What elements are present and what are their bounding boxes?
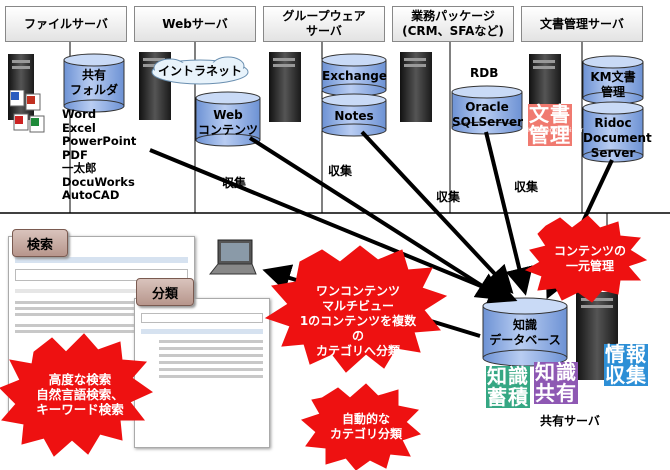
collect-label-1: 収集 [222, 176, 247, 190]
burst-one-content-text: ワンコンテンツ マルチビュー 1のコンテンツを複数の カテゴリへ分類 [299, 284, 417, 358]
notes-label: Notes [334, 109, 374, 123]
search-tab: 検索 [12, 229, 68, 257]
header-web-server: Webサーバ [134, 6, 256, 42]
knowledge-db-label: 知識 データベース [489, 318, 561, 347]
classify-screen-mockup [134, 298, 270, 448]
intranet-label: イントラネット [157, 64, 242, 78]
server-tower-icon-business [400, 52, 432, 122]
header-doc-mgmt-server: 文書管理サーバ [521, 6, 643, 42]
km-document-cylinder [582, 55, 644, 105]
laptop-icon [208, 239, 257, 275]
arrow-from-business [484, 131, 533, 296]
notes-cylinder [321, 93, 387, 137]
stamp-info-collect: 情報 収集 [604, 342, 648, 387]
burst-advanced-search-text: 高度な検索 自然言語検索、 キーワード検索 [36, 372, 124, 417]
exchange-label: Exchange [322, 69, 387, 83]
server-tower-icon-shared [576, 292, 618, 380]
burst-auto-classify [301, 383, 421, 470]
stamp-knowledge-accumulate: 知識 蓄積 [486, 364, 530, 409]
web-contents-label: Web コンテンツ [197, 108, 258, 137]
ridoc-label: Ridoc Document Server [583, 116, 652, 160]
header-file-server: ファイルサーバ [5, 6, 127, 42]
arrow-from-file-server [149, 148, 518, 304]
classify-tab: 分類 [136, 278, 194, 306]
arrow-from-web-server [248, 136, 505, 301]
collect-label-4: 収集 [514, 180, 539, 194]
header-groupware-server: グループウェア サーバ [263, 6, 385, 42]
burst-one-content [264, 245, 448, 373]
km-doc-label: KM文書 管理 [590, 70, 636, 99]
web-contents-cylinder [195, 91, 261, 147]
server-tower-icon-groupware [269, 52, 301, 122]
doc-mgmt-brand: KnowledgeMeister [528, 127, 584, 134]
header-business-package: 業務パッケージ (CRM、SFAなど) [392, 6, 514, 42]
shared-folder-label: 共有 フォルダ [69, 68, 118, 97]
burst-advanced-search [0, 333, 154, 457]
arrow-from-groupware [360, 130, 514, 294]
burst-auto-classify-text: 自動的な カテゴリ分類 [329, 412, 402, 441]
burst-unified [524, 215, 648, 303]
exchange-cylinder [321, 53, 387, 97]
burst-unified-text: コンテンツの 一元管理 [553, 244, 626, 273]
oracle-sqlserver-label: Oracle SQLServer [452, 100, 524, 129]
rdb-label: RDB [470, 66, 499, 80]
shared-folder-cylinder [63, 53, 125, 113]
stamp-knowledge-share: 知識 共有 [534, 360, 578, 405]
ridoc-cylinder [582, 101, 644, 163]
intranet-cloud-icon [151, 56, 249, 85]
doc-mgmt-stamp: 文書 管理 [528, 102, 572, 147]
file-format-list: Word Excel PowerPoint PDF 一太郎 DocuWorks … [62, 107, 137, 202]
collect-label-3: 収集 [436, 190, 461, 204]
shared-server-label: 共有サーバ [540, 414, 600, 428]
file-type-icons [10, 90, 45, 133]
collect-label-2: 収集 [328, 164, 353, 178]
